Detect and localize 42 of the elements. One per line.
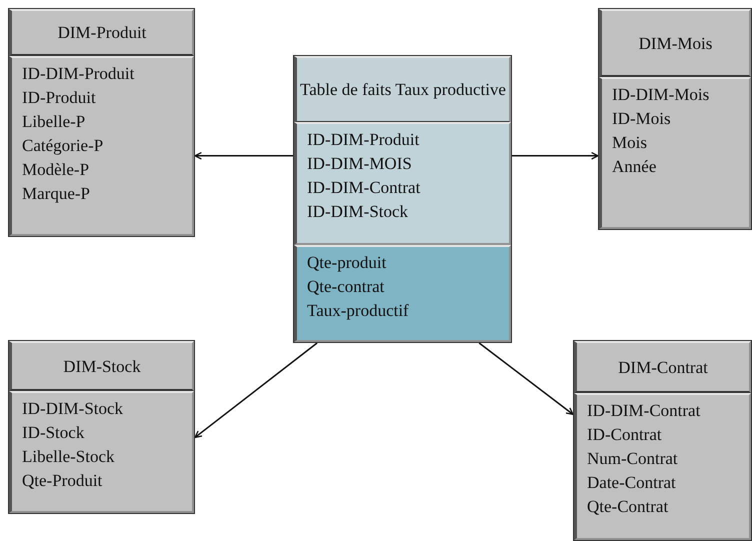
arrow [194, 342, 318, 438]
attribute-name: Marque-P [22, 183, 90, 205]
attribute-name: Qte-contrat [307, 276, 384, 298]
table-section [294, 245, 511, 342]
attribute-name: Mois [612, 132, 647, 154]
attribute-name: ID-Produit [22, 87, 96, 109]
attribute-name: ID-DIM-Produit [307, 129, 420, 151]
attribute-name: ID-Stock [22, 422, 84, 444]
table-box [293, 55, 512, 343]
attribute-name: ID-DIM-Contrat [307, 177, 420, 199]
attribute-name: ID-DIM-Contrat [587, 400, 700, 422]
attribute-name: ID-DIM-Stock [22, 398, 124, 420]
arrow [194, 152, 293, 160]
attribute-name: Qte-Contrat [587, 496, 668, 518]
table-header: DIM-Contrat [574, 341, 751, 393]
attribute-name: Modèle-P [22, 159, 90, 181]
attribute-name: ID-DIM-Stock [307, 201, 408, 223]
table-header: DIM-Mois [599, 9, 751, 77]
table-header: Table de faits Taux productive [294, 56, 511, 123]
attribute-name: Libelle-P [22, 111, 86, 133]
attribute-name: Date-Contrat [587, 472, 676, 494]
attribute-name: ID-Contrat [587, 424, 662, 446]
table-box [598, 8, 752, 230]
attribute-name: ID-DIM-Produit [22, 63, 134, 85]
table-box [8, 340, 195, 514]
arrow [478, 342, 574, 415]
attribute-name: Qte-produit [307, 252, 386, 274]
table-header: DIM-Stock [9, 341, 194, 391]
attribute-name: Libelle-Stock [22, 446, 115, 468]
attribute-name: ID-DIM-Mois [612, 84, 710, 106]
table-section [294, 122, 511, 245]
attribute-name: ID-DIM-MOIS [307, 153, 412, 175]
attribute-name: Catégorie-P [22, 135, 104, 157]
table-box [573, 340, 752, 541]
table-header: DIM-Produit [9, 9, 194, 56]
attribute-name: Taux-productif [307, 300, 409, 322]
table-box [8, 8, 195, 237]
attribute-name: ID-Mois [612, 108, 671, 130]
arrow [512, 152, 599, 160]
attribute-name: Année [612, 156, 656, 178]
attribute-name: Qte-Produit [22, 470, 102, 492]
attribute-name: Num-Contrat [587, 448, 678, 470]
